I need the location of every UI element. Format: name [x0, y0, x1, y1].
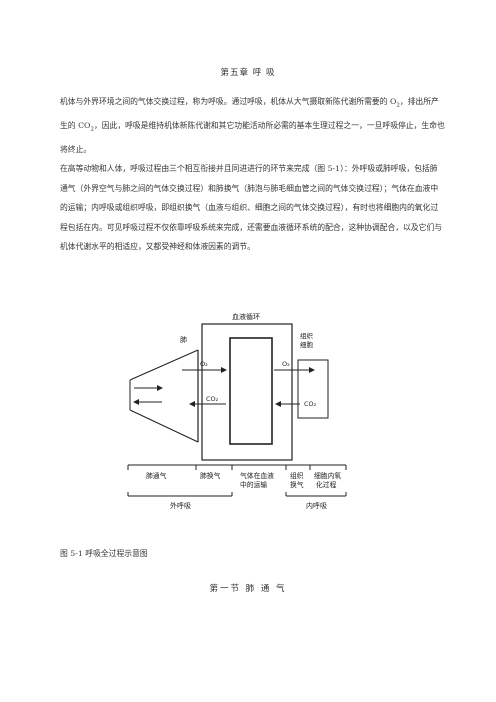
stage-tissue-exchange-2: 换气 — [290, 480, 304, 489]
tissue-label-2: 细胞 — [300, 340, 314, 349]
stage-cell-oxidation-2: 化过程 — [316, 480, 337, 489]
internal-respiration-label: 内呼吸 — [306, 501, 327, 510]
circulation-label: 血液循环 — [232, 312, 260, 321]
section-title: 第一节 肺 通 气 — [209, 584, 287, 594]
stage-cell-oxidation-1: 细胞内氧 — [314, 471, 341, 480]
lung-lower-edge — [129, 409, 199, 443]
intro-paragraph: 机体与外界环境之间的气体交换过程，称为呼吸。通过呼吸，机体从大气摄取新陈代谢所需… — [60, 92, 445, 160]
figure-caption: 图 5-1 呼吸全过程示意图 — [60, 549, 148, 558]
stage-transport-1: 气体在血液 — [240, 471, 274, 480]
co2-left-label: CO₂ — [206, 395, 219, 403]
chapter-title: 第五章 呼 吸 — [220, 68, 276, 78]
blood-inner-box — [229, 337, 273, 445]
o2-right-label: O₂ — [282, 360, 290, 368]
external-respiration-label: 外呼吸 — [170, 501, 191, 510]
o2-subscript: 2 — [396, 102, 400, 109]
lung-label: 肺 — [180, 336, 187, 344]
stage-lung-exchange: 肺换气 — [200, 471, 221, 480]
circulation-outer-box — [201, 323, 293, 461]
tissue-cell-box — [297, 359, 329, 419]
lung-upper-edge — [129, 349, 199, 381]
co2-subscript: 2 — [90, 126, 94, 133]
respiration-diagram-svg: 血液循环 肺 O₂ CO₂ 组织 细胞 O₂ CO₂ — [127, 312, 347, 510]
o2-left-label: O₂ — [200, 360, 208, 368]
process-paragraph: 在高等动物和人体，呼吸过程由三个相互衔接并且同进进行的环节来完成（图 5-1）：… — [60, 164, 443, 251]
tissue-label-1: 组织 — [300, 331, 314, 340]
co2-right-label: CO₂ — [304, 400, 317, 408]
respiration-diagram: 血液循环 肺 O₂ CO₂ 组织 细胞 O₂ CO₂ — [120, 300, 360, 520]
stage-transport-2: 中的运输 — [240, 480, 267, 489]
stage-ventilation: 肺通气 — [146, 471, 167, 480]
intro-text-b: ，排出所产生的 CO — [60, 97, 439, 131]
intro-text-a: 机体与外界环境之间的气体交换过程，称为呼吸。通过呼吸，机体从大气摄取新陈代谢所需… — [60, 97, 397, 106]
intro-text-c: ，因此，呼吸是维持机体新陈代谢和其它功能活动所必需的基本生理过程之一，一旦呼吸停… — [60, 121, 445, 155]
stage-tissue-exchange-1: 组织 — [290, 471, 304, 480]
